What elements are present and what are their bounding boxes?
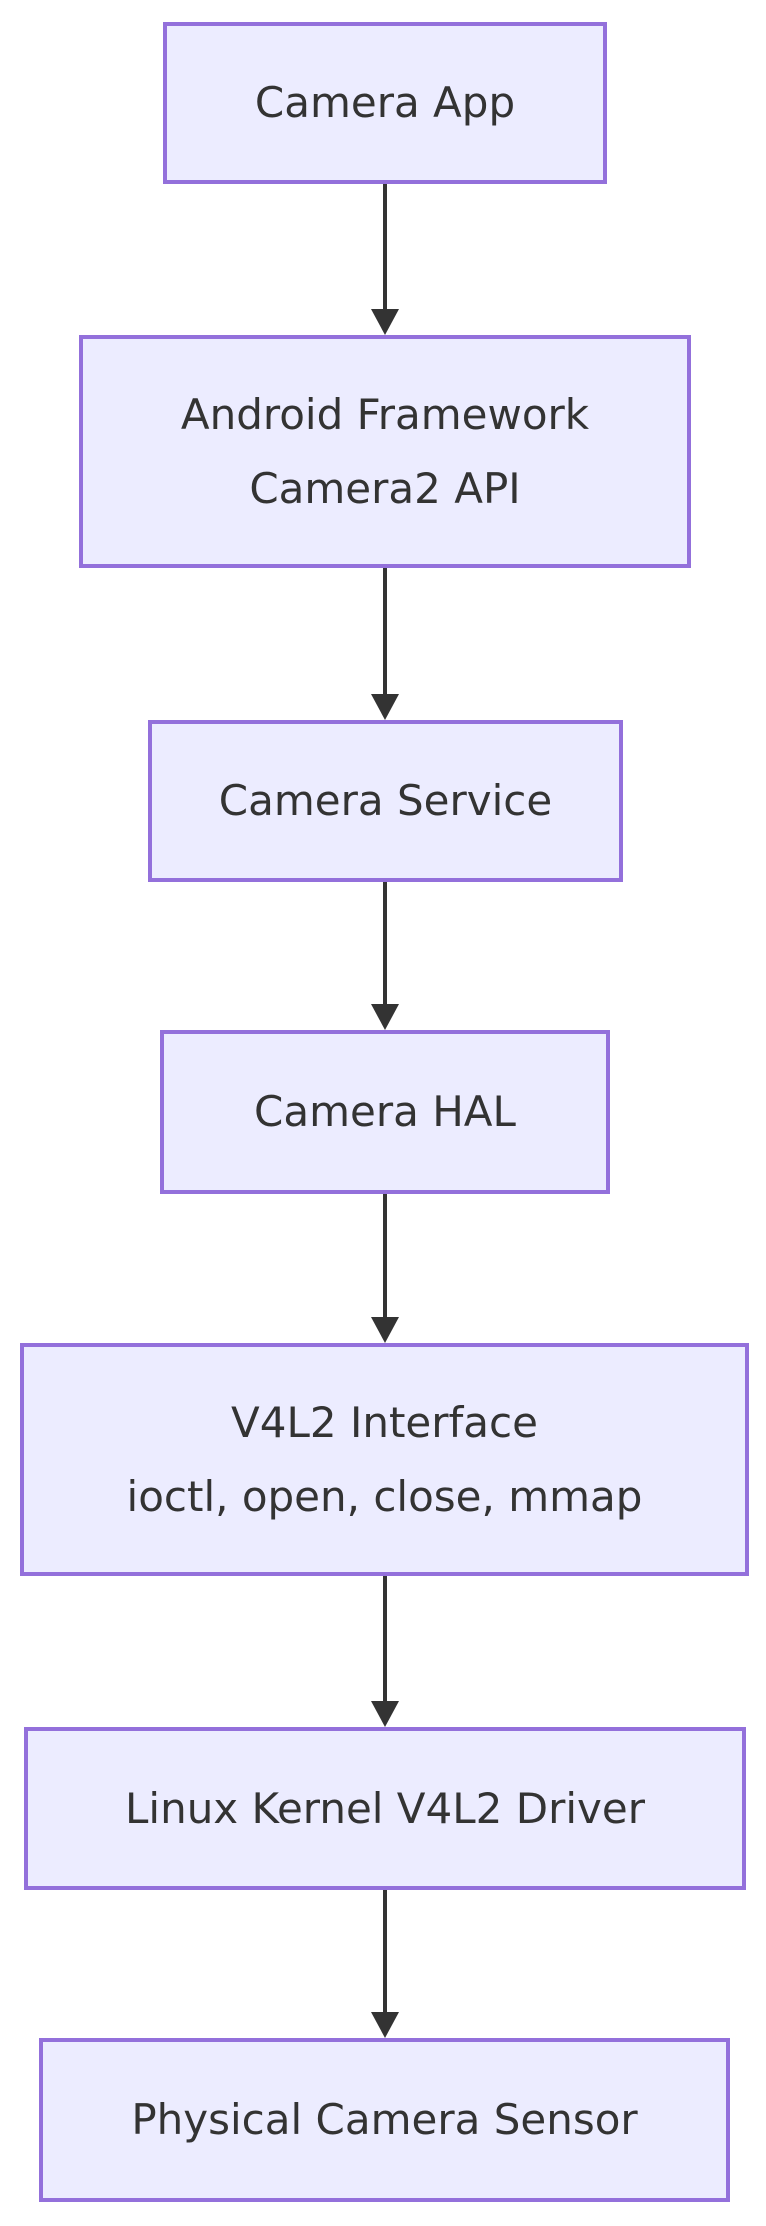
- node-physical-camera-sensor: Physical Camera Sensor: [39, 2038, 730, 2202]
- arrow-shaft: [383, 184, 387, 317]
- arrow-linux-kernel-driver-to-physical-sensor: [371, 1890, 399, 2038]
- arrowhead-down-icon: [371, 1004, 399, 1030]
- node-v4l2-interface: V4L2 Interface ioctl, open, close, mmap: [20, 1343, 749, 1576]
- arrowhead-down-icon: [371, 2012, 399, 2038]
- arrow-camera-hal-to-v4l2-interface: [371, 1194, 399, 1343]
- arrow-shaft: [383, 1576, 387, 1709]
- arrow-camera-service-to-camera-hal: [371, 882, 399, 1030]
- node-label-line2: Camera2 API: [249, 463, 521, 513]
- arrowhead-down-icon: [371, 694, 399, 720]
- node-camera-hal: Camera HAL: [160, 1030, 610, 1194]
- arrowhead-down-icon: [371, 309, 399, 335]
- node-android-framework-camera2-api: Android Framework Camera2 API: [79, 335, 691, 568]
- node-label-line2: ioctl, open, close, mmap: [126, 1471, 643, 1521]
- arrow-android-framework-to-camera-service: [371, 568, 399, 720]
- arrowhead-down-icon: [371, 1317, 399, 1343]
- node-camera-service: Camera Service: [148, 720, 623, 882]
- arrow-shaft: [383, 568, 387, 702]
- arrow-camera-app-to-android-framework: [371, 184, 399, 335]
- node-label: Camera App: [254, 78, 516, 127]
- node-label: Camera Service: [218, 776, 553, 825]
- arrow-shaft: [383, 882, 387, 1012]
- node-linux-kernel-v4l2-driver: Linux Kernel V4L2 Driver: [24, 1727, 746, 1890]
- arrow-shaft: [383, 1194, 387, 1325]
- node-camera-app: Camera App: [163, 22, 607, 184]
- node-label: V4L2 Interface: [231, 1397, 538, 1447]
- node-label: Camera HAL: [254, 1087, 516, 1136]
- node-label: Linux Kernel V4L2 Driver: [125, 1783, 645, 1833]
- arrow-shaft: [383, 1890, 387, 2020]
- node-label: Android Framework: [180, 389, 590, 439]
- arrow-v4l2-interface-to-linux-kernel-driver: [371, 1576, 399, 1727]
- arrowhead-down-icon: [371, 1701, 399, 1727]
- node-label: Physical Camera Sensor: [131, 2095, 638, 2144]
